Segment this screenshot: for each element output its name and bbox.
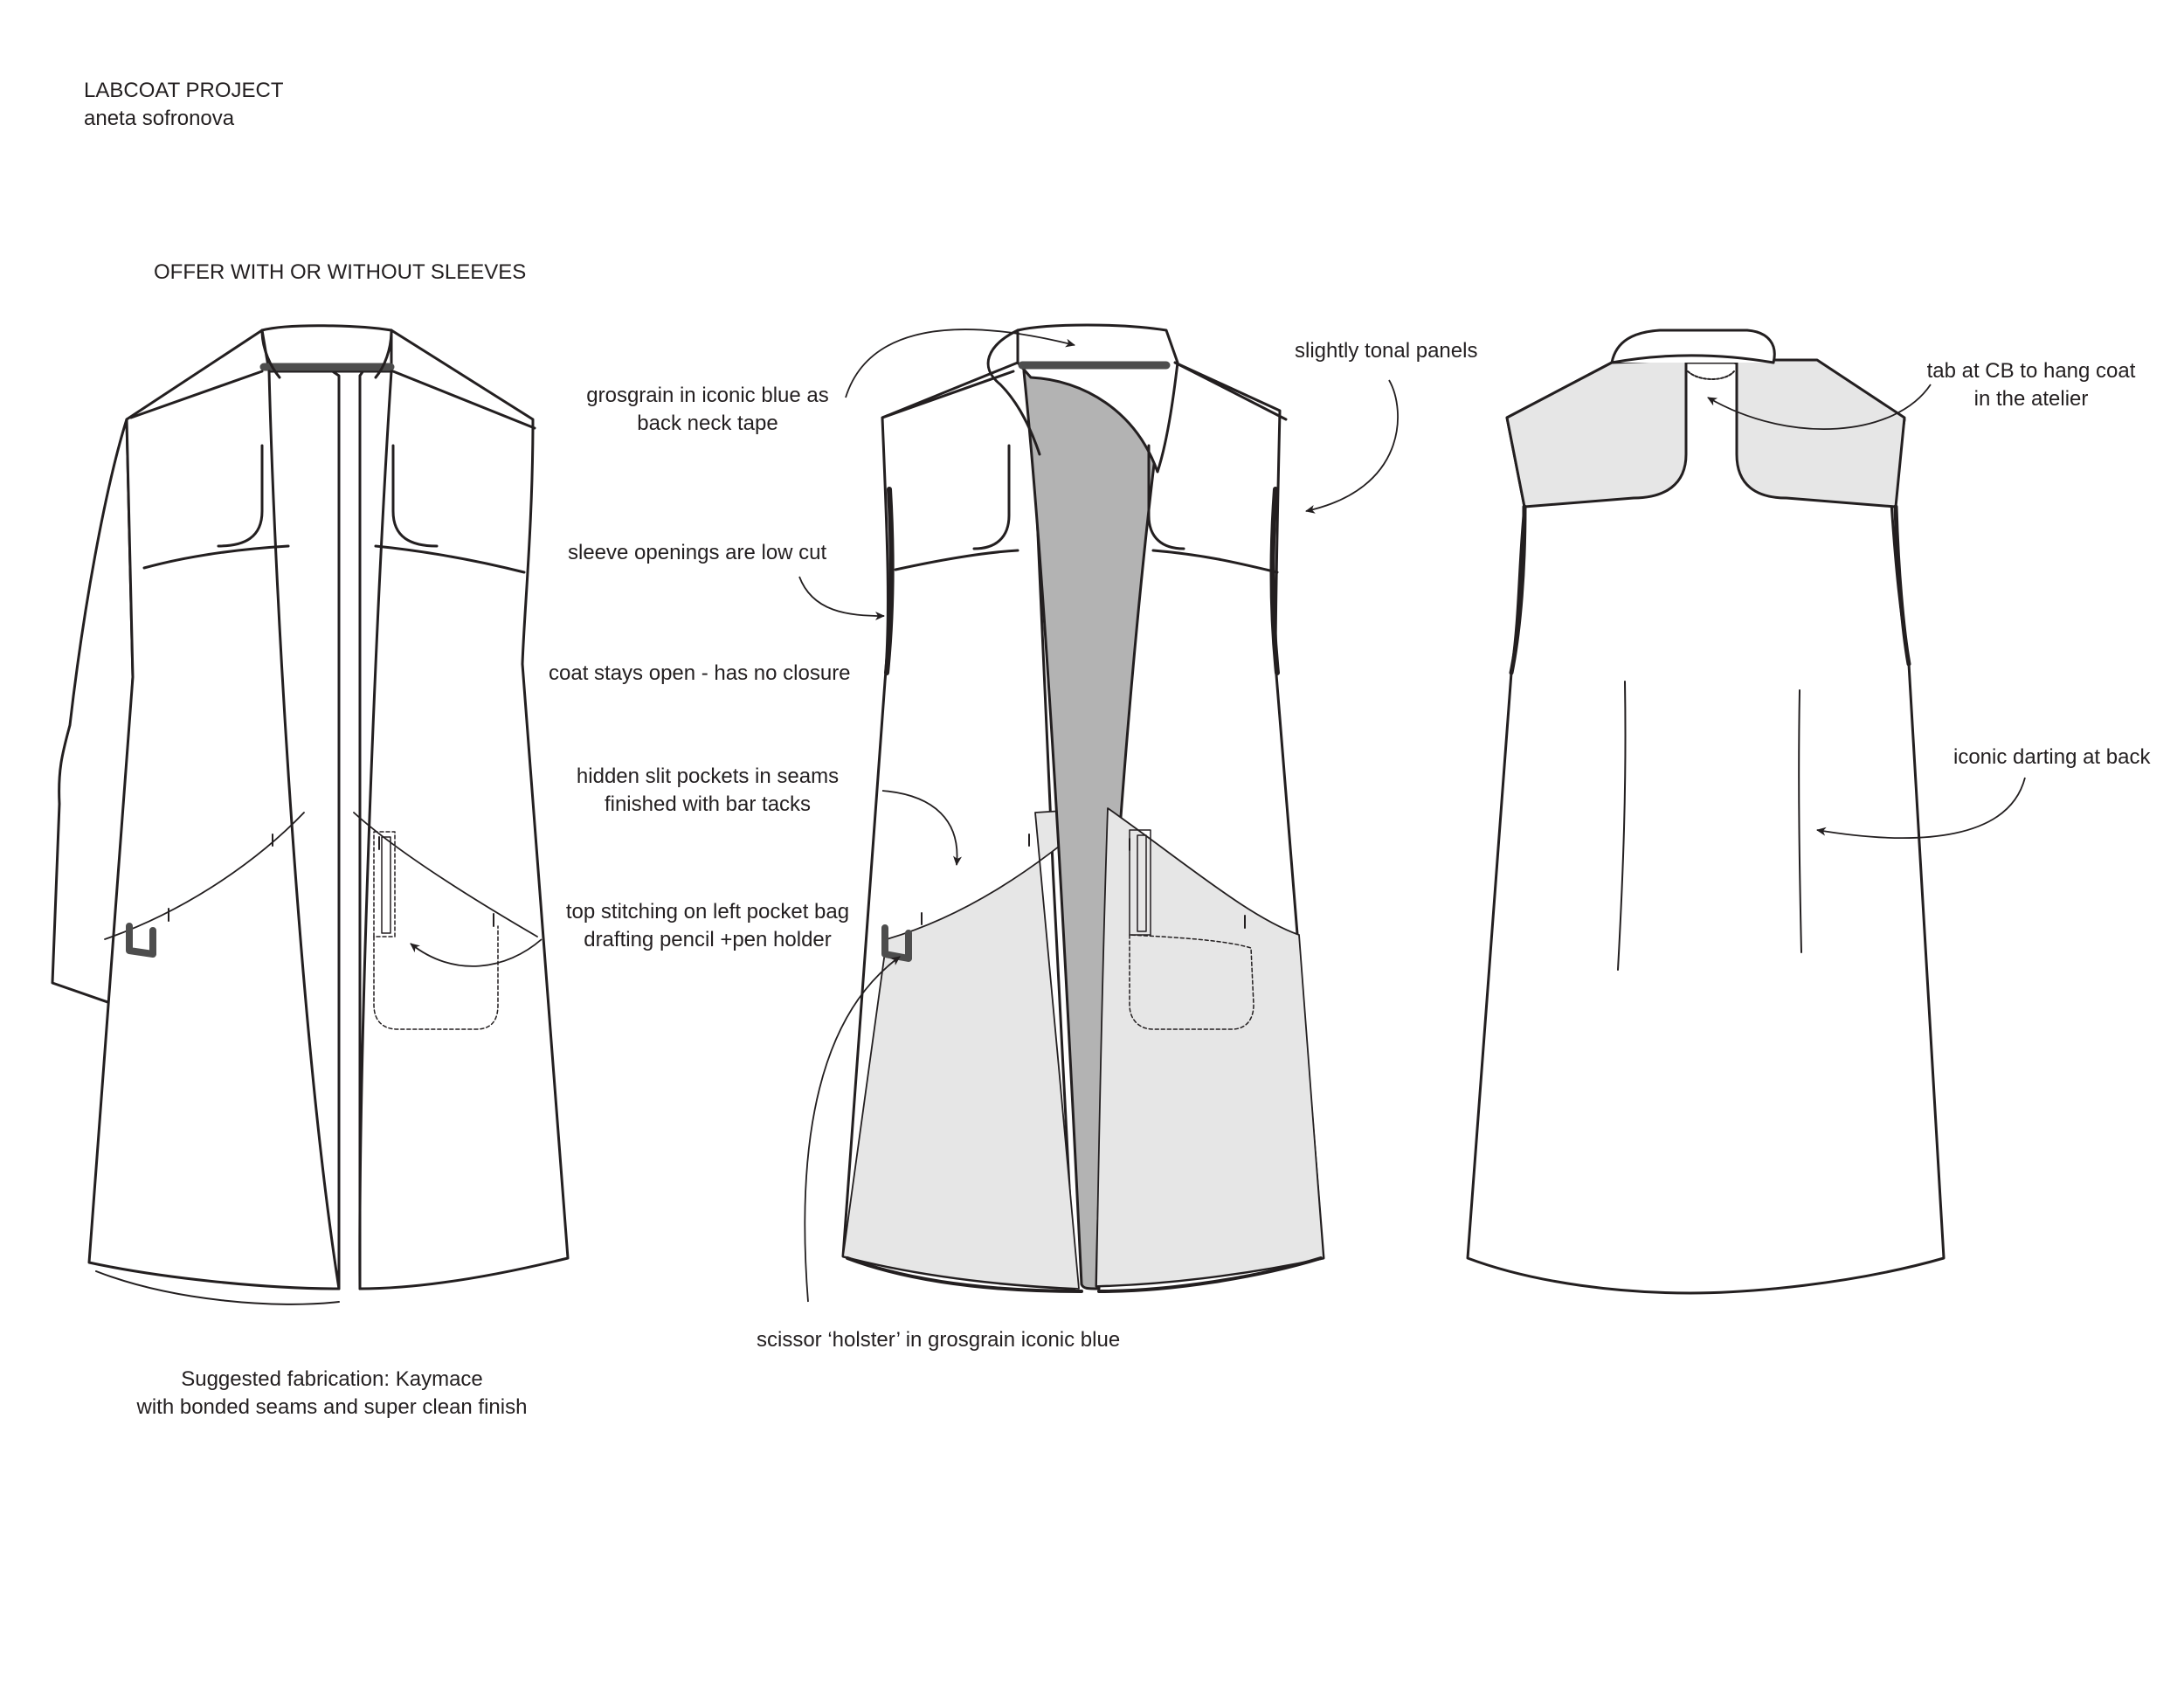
leader-sleeve-openings (798, 576, 885, 620)
lining-panel-left (842, 807, 1106, 1290)
scissor-holster (126, 923, 156, 958)
front-sleeved-coat (51, 324, 570, 1305)
leader-top-stitching (410, 938, 543, 967)
left-sleeve (51, 418, 135, 1007)
tonal-panels-note: slightly tonal panels (1295, 339, 1478, 363)
leader-scissor (804, 956, 901, 1303)
darting-note: iconic darting at back (1953, 745, 2151, 769)
leader-tonal-panels (1305, 379, 1399, 514)
collar (260, 324, 393, 373)
top-stitching-note-line-1: top stitching on left pocket bag (565, 900, 850, 924)
grosgrain-note-line-2: back neck tape (637, 412, 778, 435)
fabrication-line-2: with bonded seams and super clean finish (136, 1395, 528, 1419)
hidden-pockets-note-line-1: hidden slit pockets in seams (576, 764, 840, 788)
leader-tab (1707, 384, 1932, 431)
pocket-bag-stitching (373, 925, 499, 1030)
tab-note-line-1: tab at CB to hang coat (1926, 359, 2136, 383)
hanging-tab (1687, 370, 1735, 380)
sleeves-note: OFFER WITH OR WITHOUT SLEEVES (154, 260, 527, 284)
fabrication-line-1: Suggested fabrication: Kaymace (181, 1367, 483, 1391)
leader-darting (1816, 777, 2026, 839)
hidden-pockets-note-line-2: finished with bar tacks (604, 792, 812, 816)
lining-panel-right (1095, 807, 1324, 1287)
coat-open-note: coat stays open - has no closure (549, 661, 851, 685)
back-yoke-left (1505, 358, 1688, 508)
top-stitching-note-line-2: drafting pencil +pen holder (584, 928, 832, 951)
grosgrain-note-line-1: grosgrain in iconic blue as (586, 384, 829, 407)
annotation-leaders (410, 329, 2026, 1303)
leader-grosgrain (845, 329, 1075, 398)
leader-hidden-pockets (881, 790, 962, 866)
designer-name: aneta sofronova (84, 107, 235, 130)
sleeve-openings-note: sleeve openings are low cut (568, 541, 827, 564)
tab-note-line-2: in the atelier (1973, 387, 2089, 411)
project-title: LABCOAT PROJECT (84, 79, 284, 102)
coat-body-right (358, 329, 570, 1290)
front-sleeveless-coat (841, 323, 1325, 1293)
scissor-holster-note: scissor ‘holster’ in grosgrain iconic bl… (757, 1328, 1121, 1352)
back-coat (1466, 329, 1946, 1295)
back-yoke-right (1735, 358, 1906, 508)
